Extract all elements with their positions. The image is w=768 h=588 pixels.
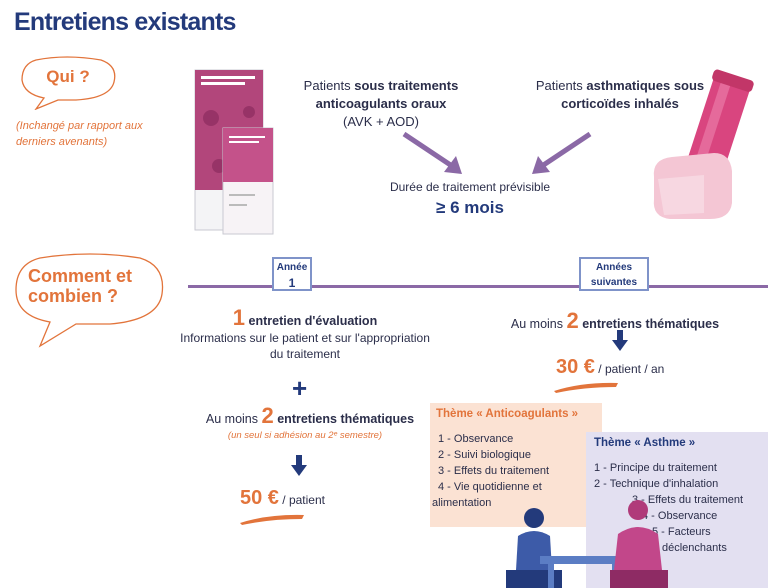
next-years-price-unit: / patient / an [598, 362, 665, 376]
theme-anticoag-item: alimentation [432, 497, 492, 509]
patients-asthma: Patients asthmatiques sous corticoïdes i… [520, 77, 720, 113]
arrow-to-duration-right-icon [532, 131, 592, 174]
first-year-thematic: Au moins 2 entretiens thématiques [165, 403, 455, 429]
first-year-entretien1: entretien d'évaluation [248, 314, 378, 328]
next-years-price: 30 € / patient / an [556, 356, 706, 379]
patients-asthma-bold: asthmatiques sous corticoïdes inhalés [561, 78, 705, 111]
next-years-thematic: Au moins 2 entretiens thématiques [470, 308, 760, 334]
first-year-price: 50 € / patient [240, 487, 360, 510]
arrow-down-icon [291, 455, 307, 476]
underline-swoosh-icon [240, 514, 304, 525]
theme-asthma-item: déclenchants [662, 542, 727, 554]
theme-anticoag-item: 4 - Vie quotidienne et [438, 481, 542, 493]
years-next-line1: Années [595, 262, 633, 273]
first-year-desc: Informations sur le patient et sur l'app… [180, 331, 430, 361]
first-year-entretien: 1 entretien d'évaluation [180, 305, 430, 331]
arrow-to-duration-left-icon [402, 131, 462, 174]
plus-sign: + [292, 373, 308, 403]
next-years-entretien: entretiens thématiques [582, 317, 720, 331]
next-years-price-value: 30 € [556, 356, 595, 378]
patients-anticoag-suffix: (AVK + AOD) [343, 114, 419, 129]
first-year-price-unit: / patient [282, 493, 325, 507]
theme-asthma-item: 2 - Technique d'inhalation [594, 478, 719, 490]
first-year-note: (un seul si adhésion au 2ᵉ semestre) [227, 430, 383, 441]
year-1-box: Année 1 [272, 257, 312, 291]
who-label: Qui ? [46, 67, 90, 86]
inhaler-illustration [653, 69, 754, 219]
how-label: Comment et combien ? [28, 266, 133, 306]
duration-label: Durée de traitement prévisible [389, 180, 551, 194]
first-year-price-value: 50 € [240, 487, 279, 509]
how-speech-bubble: Comment et combien ? [10, 250, 170, 350]
speech-bubble-icon [21, 56, 116, 110]
theme-asthma-item: 3 - Effets du traitement [632, 494, 744, 506]
first-year-entretien2: entretiens thématiques [277, 412, 415, 426]
theme-asthma-title: Thème « Asthme » [594, 437, 696, 449]
underline-swoosh-icon [554, 382, 618, 393]
theme-anticoag-title: Thème « Anticoagulants » [436, 408, 579, 420]
theme-anticoag-item: 2 - Suivi biologique [438, 449, 531, 461]
first-year-count2: 2 [261, 403, 274, 428]
year-1-line2: 1 [288, 276, 296, 290]
patients-asthma-prefix: Patients [535, 78, 587, 93]
who-speech-bubble: Qui ? [16, 54, 120, 110]
theme-anticoag-box [430, 403, 602, 527]
years-next-line2: suivantes [590, 277, 638, 288]
duration-value: ≥ 6 mois [436, 198, 504, 217]
theme-anticoag-item: 3 - Effets du traitement [438, 465, 550, 477]
arrow-down-icon [612, 330, 628, 351]
page-title: Entretiens existants [14, 8, 236, 36]
years-next-box: Années suivantes [579, 257, 649, 291]
people-consultation-illustration [506, 500, 668, 588]
theme-asthma-item: 5 - Facteurs [652, 526, 711, 538]
year-1-line1: Année [276, 262, 308, 273]
who-note: (Inchangé par rapport aux derniers avena… [16, 120, 143, 148]
next-years-prefix: Au moins [510, 317, 567, 331]
patients-anticoagulants: Patients sous traitements anticoagulants… [272, 77, 490, 131]
patients-anticoag-bold: sous traitements anticoagulants oraux [315, 78, 459, 111]
theme-asthma-item: 1 - Principe du traitement [594, 462, 717, 474]
first-year-count1: 1 [232, 305, 246, 330]
speech-bubble-icon [15, 253, 164, 348]
theme-asthma-item: 4 - Observance [642, 510, 718, 522]
timeline-bar [188, 285, 768, 288]
patients-anticoag-prefix: Patients [303, 78, 355, 93]
next-years-count: 2 [566, 308, 579, 333]
first-year-prefix2: Au moins [205, 412, 262, 426]
booklet-illustration [194, 69, 274, 235]
theme-anticoag-item: 1 - Observance [438, 433, 514, 445]
